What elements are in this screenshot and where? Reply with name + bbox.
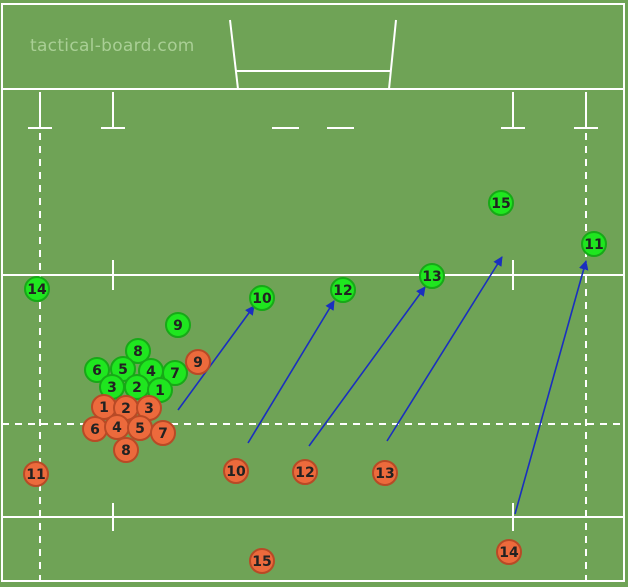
green-player-marker [125,338,151,364]
green-player-11[interactable]: 11 [581,231,607,257]
orange-player-number: 10 [226,464,246,480]
orange-player-number: 14 [499,545,519,561]
run-arrow-2 [247,300,335,444]
green-player-marker [488,190,514,216]
orange-player-marker [292,459,318,485]
green-player-number: 5 [118,362,128,378]
orange-player-7[interactable]: 7 [150,420,176,446]
goal-post-right [388,19,397,90]
green-player-number: 14 [27,282,47,298]
green-player-number: 4 [146,364,156,380]
orange-player-number: 6 [90,422,100,438]
orange-player-number: 2 [121,401,131,417]
run-arrow-3 [308,286,426,447]
orange-player-marker [150,420,176,446]
green-player-number: 9 [173,318,183,334]
green-player-number: 7 [170,366,180,382]
orange-player-number: 8 [121,443,131,459]
orange-player-marker [185,349,211,375]
green-player-number: 13 [422,269,441,285]
orange-player-5[interactable]: 5 [127,415,153,441]
green-player-number: 2 [132,380,142,396]
orange-player-number: 15 [252,554,271,570]
orange-player-number: 12 [295,465,314,481]
orange-player-8[interactable]: 8 [113,437,139,463]
orange-player-9[interactable]: 9 [185,349,211,375]
orange-player-number: 1 [99,400,109,416]
green-player-number: 3 [107,380,117,396]
green-player-12[interactable]: 12 [330,277,356,303]
orange-player-10[interactable]: 10 [223,458,249,484]
green-player-marker [249,285,275,311]
green-player-number: 12 [333,283,352,299]
orange-player-marker [23,461,49,487]
green-player-number: 11 [584,237,603,253]
run-arrow-4 [386,256,503,442]
green-player-marker [330,277,356,303]
pitch-boundary [1,3,625,582]
orange-player-6[interactable]: 6 [82,416,108,442]
green-player-number: 6 [92,363,102,379]
green-player-number: 15 [491,196,510,212]
green-player-10[interactable]: 10 [249,285,275,311]
green-player-6[interactable]: 6 [84,357,110,383]
orange-player-15[interactable]: 15 [249,548,275,574]
orange-player-number: 5 [135,421,145,437]
orange-player-number: 13 [375,466,394,482]
green-player-13[interactable]: 13 [419,263,445,289]
orange-player-marker [372,460,398,486]
green-player-marker [84,357,110,383]
green-player-number: 1 [155,383,165,399]
green-player-marker [419,263,445,289]
orange-player-13[interactable]: 13 [372,460,398,486]
orange-player-marker [249,548,275,574]
orange-player-4[interactable]: 4 [104,414,130,440]
run-arrow-1 [177,305,255,411]
run-arrow-5 [514,260,589,515]
green-player-marker [162,360,188,386]
goal-post-left [229,19,239,90]
watermark: tactical-board.com [30,36,195,56]
orange-player-marker [113,437,139,463]
green-player-8[interactable]: 8 [125,338,151,364]
orange-player-marker [223,458,249,484]
green-player-marker [581,231,607,257]
orange-player-number: 11 [26,467,45,483]
green-player-7[interactable]: 7 [162,360,188,386]
orange-player-marker [496,539,522,565]
orange-player-number: 3 [144,401,154,417]
runs-layer [177,256,589,515]
orange-player-number: 4 [112,420,122,436]
green-player-marker [165,312,191,338]
green-player-15[interactable]: 15 [488,190,514,216]
orange-player-11[interactable]: 11 [23,461,49,487]
green-player-number: 10 [252,291,272,307]
green-player-number: 8 [133,344,143,360]
orange-player-number: 9 [193,355,203,371]
green-player-14[interactable]: 14 [24,276,50,302]
orange-player-12[interactable]: 12 [292,459,318,485]
orange-player-14[interactable]: 14 [496,539,522,565]
green-player-marker [24,276,50,302]
green-player-9[interactable]: 9 [165,312,191,338]
orange-player-number: 7 [158,426,168,442]
